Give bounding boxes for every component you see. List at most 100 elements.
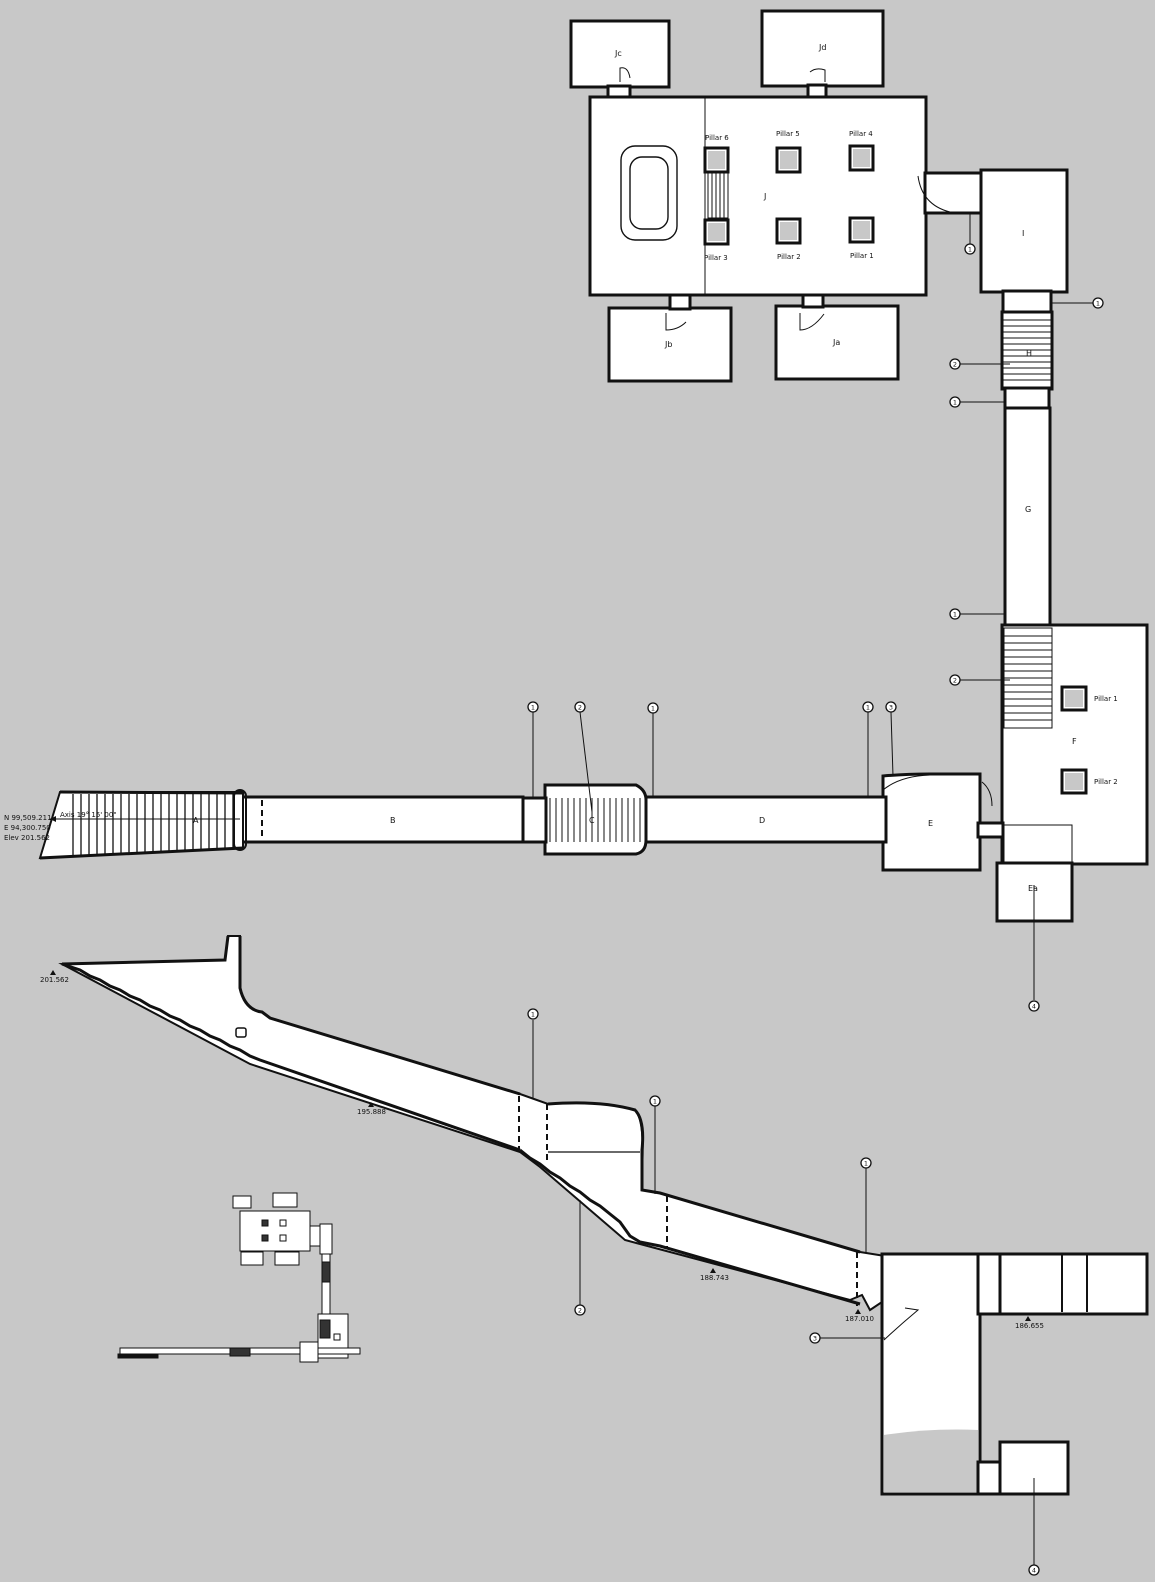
section-passage-ef: [976, 1252, 1004, 1316]
pillar-labels: Pillar 6 Pillar 5 Pillar 4 Pillar 3 Pill…: [704, 130, 1118, 786]
key-plan-thumbnail: [117, 1192, 361, 1363]
svg-text:1: 1: [531, 1011, 535, 1019]
section-view: 201.562 195.888 188.743 187.010 186.655 …: [40, 935, 1149, 1576]
door-swing-ja: [799, 313, 825, 331]
label-f-pillar-1: Pillar 1: [1094, 695, 1118, 703]
section-well-fill: [884, 1429, 978, 1492]
svg-text:1: 1: [1096, 300, 1100, 308]
label-b: B: [390, 816, 396, 825]
corridor-g: [1003, 406, 1052, 628]
elev-187: 187.010: [845, 1315, 874, 1323]
axis-arrow-icon: [50, 816, 56, 822]
section-callouts: 1 1 1 2 3 4: [527, 1008, 1040, 1576]
svg-text:2: 2: [578, 704, 582, 712]
entrance-gate: [233, 789, 247, 851]
passage-ja: [801, 293, 825, 309]
stairs-c-steps: [549, 798, 641, 842]
label-i: I: [1022, 229, 1024, 238]
corridor-b: [240, 795, 525, 844]
svg-text:3: 3: [889, 704, 893, 712]
burial-chamber-j: [588, 95, 928, 297]
stairs-h: [1003, 319, 1051, 381]
label-pillar-2: Pillar 2: [777, 253, 801, 261]
label-ea: Ea: [1028, 884, 1038, 893]
section-corridor-fill: [58, 935, 886, 1312]
label-f-pillar-2: Pillar 2: [1094, 778, 1118, 786]
section-well-curve: [883, 1307, 920, 1341]
elev-201: 201.562: [40, 976, 69, 984]
svg-text:1: 1: [968, 246, 972, 254]
corridor-d: [644, 795, 888, 844]
svg-text:2: 2: [953, 361, 957, 369]
section-corridor-ceiling: [238, 936, 521, 1096]
label-h: H: [1026, 349, 1032, 358]
label-pillar-1: Pillar 1: [850, 252, 874, 260]
coord-north: N 99,509.211: [4, 814, 52, 822]
passage-e-f: [976, 821, 1005, 839]
label-a: A: [193, 816, 199, 825]
plan-view: Jc Jd Jb Ja J I H G F E Ea D C B A Pilla…: [4, 9, 1149, 1012]
elev-188: 188.743: [700, 1274, 729, 1282]
door-swing-jb: [665, 313, 687, 331]
label-pillar-4: Pillar 4: [849, 130, 873, 138]
passage-j-i: [923, 171, 985, 215]
coord-elev: Elev 201.562: [4, 834, 50, 842]
sarcophagus-outline: [620, 145, 678, 241]
door-swing-jd: [809, 68, 826, 82]
axis-label: Axis 19° 15' 00": [60, 811, 117, 819]
door-swing-jc: [619, 67, 631, 82]
label-jc: Jc: [614, 49, 622, 58]
stairs-f-steps: [1004, 635, 1052, 721]
chamber-ja: [774, 304, 900, 381]
label-ja: Ja: [832, 338, 840, 347]
label-jb: Jb: [664, 340, 672, 349]
label-c: C: [589, 816, 595, 825]
chamber-jd: [760, 9, 885, 88]
svg-text:1: 1: [531, 704, 535, 712]
svg-text:4: 4: [1032, 1003, 1036, 1011]
stairs-j: [707, 171, 729, 219]
section-entrance-floor: [61, 962, 521, 1152]
passage-jb: [668, 293, 692, 311]
svg-text:1: 1: [651, 705, 655, 713]
label-j: J: [763, 192, 766, 201]
passage-i-h: [1001, 289, 1053, 315]
section-ea-step: [976, 1460, 1004, 1496]
label-d: D: [759, 816, 765, 825]
svg-text:1: 1: [653, 1098, 657, 1106]
entrance-bottom-edge: [39, 846, 244, 860]
coord-east: E 94,300.750: [4, 824, 51, 832]
entrance-top-edge: [59, 790, 244, 795]
elev-186: 186.655: [1015, 1322, 1044, 1330]
label-pillar-6: Pillar 6: [705, 134, 729, 142]
section-chamber-f: [998, 1252, 1149, 1316]
label-pillar-5: Pillar 5: [776, 130, 800, 138]
svg-text:4: 4: [1032, 1567, 1036, 1575]
section-gate-mark: [235, 1027, 247, 1038]
elev-195: 195.888: [357, 1108, 386, 1116]
plan-callouts: 1 2 1 1 3 1 2 1 2 1 1 4: [527, 213, 1104, 1012]
chamber-labels: Jc Jd Jb Ja J I H G F E Ea D C B A: [193, 43, 1077, 893]
well-curve: [882, 774, 931, 791]
svg-text:1: 1: [953, 611, 957, 619]
label-jd: Jd: [818, 43, 826, 52]
svg-text:1: 1: [953, 399, 957, 407]
svg-text:3: 3: [813, 1335, 817, 1343]
sarcophagus-inner: [629, 156, 669, 230]
label-f: F: [1072, 737, 1077, 746]
label-e: E: [928, 819, 933, 828]
label-g: G: [1025, 505, 1031, 514]
curve-e-f: [981, 781, 993, 807]
section-entrance-top: [61, 935, 230, 966]
stairs-a-steps: [72, 794, 234, 855]
door-swing-j-i: [917, 175, 951, 213]
svg-text:2: 2: [578, 1307, 582, 1315]
svg-text:2: 2: [953, 677, 957, 685]
svg-text:1: 1: [864, 1160, 868, 1168]
section-c-floor: [519, 1148, 861, 1306]
svg-text:1: 1: [866, 704, 870, 712]
section-c-ceiling: [547, 1101, 861, 1254]
chamber-i: [979, 168, 1069, 294]
stair-c: [543, 783, 648, 856]
